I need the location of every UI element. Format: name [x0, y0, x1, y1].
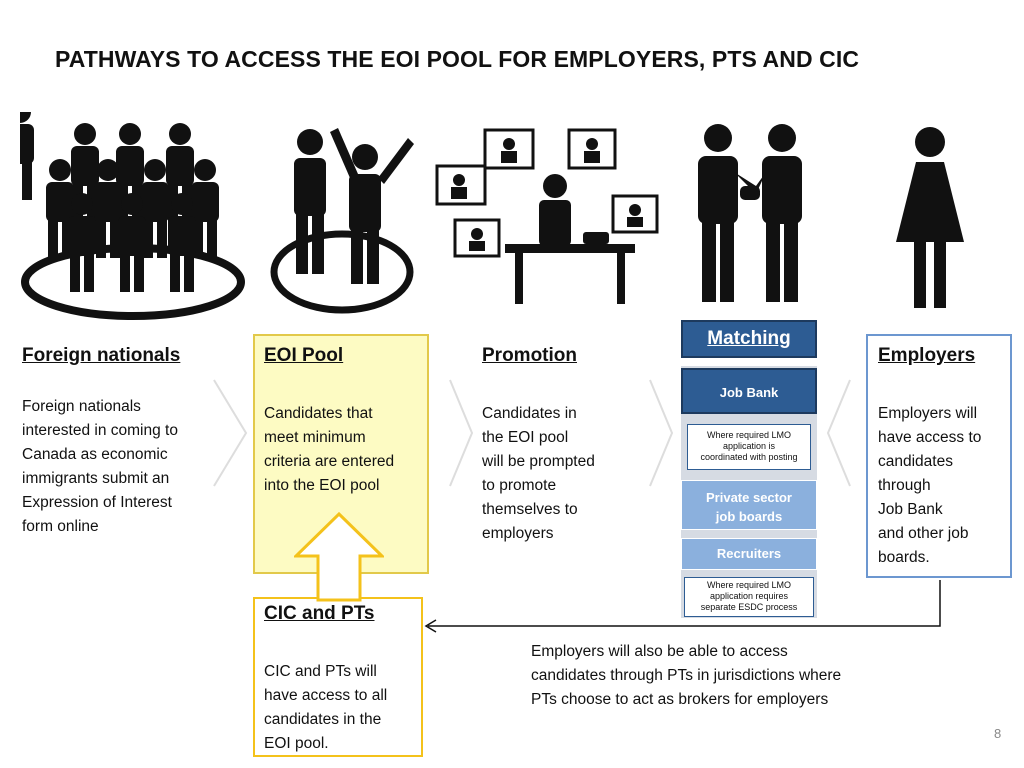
job-bank-note: Where required LMO application is coordi… — [687, 424, 811, 470]
connector-arrow — [424, 580, 941, 633]
chevron-left-icon — [826, 379, 851, 487]
handshake-icon — [698, 124, 802, 302]
up-arrow-icon — [294, 512, 384, 602]
cic-pts-box — [253, 597, 423, 757]
recruiters-note: Where required LMO application requires … — [684, 577, 814, 617]
employers-box — [866, 334, 1012, 578]
promotion-heading: Promotion — [482, 345, 577, 366]
eoi-pool-text: Candidates that meet minimum criteria ar… — [264, 405, 395, 494]
cic-pts-heading: CIC and PTs — [264, 603, 375, 624]
employers-pts-note: Employers will also be able to access ca… — [531, 643, 842, 708]
recruiters-box: Recruiters — [681, 538, 817, 570]
promotion-phone-icon — [435, 128, 659, 304]
foreign-nationals-text: Foreign nationals interested in coming t… — [22, 398, 178, 535]
person-arms-raised-icon — [270, 128, 414, 314]
cic-pts-text: CIC and PTs will have access to all cand… — [264, 663, 388, 752]
matching-heading: Matching — [681, 320, 817, 358]
chevron-right-icon — [449, 379, 474, 487]
woman-icon — [896, 127, 964, 308]
slide-title: PATHWAYS TO ACCESS THE EOI POOL FOR EMPL… — [55, 46, 860, 72]
promotion-text: Candidates in the EOI pool will be promp… — [482, 405, 595, 542]
page-number: 8 — [994, 726, 1002, 741]
private-sector-box: Private sector job boards — [681, 480, 817, 530]
crowd-icon — [20, 112, 245, 320]
chevron-right-icon — [213, 379, 248, 487]
foreign-nationals-heading: Foreign nationals — [22, 345, 181, 366]
job-bank-box: Job Bank — [681, 368, 817, 414]
chevron-right-icon — [649, 379, 674, 487]
employers-heading: Employers — [878, 345, 976, 366]
employers-text: Employers will have access to candidates… — [878, 405, 982, 566]
eoi-pool-heading: EOI Pool — [264, 345, 344, 366]
